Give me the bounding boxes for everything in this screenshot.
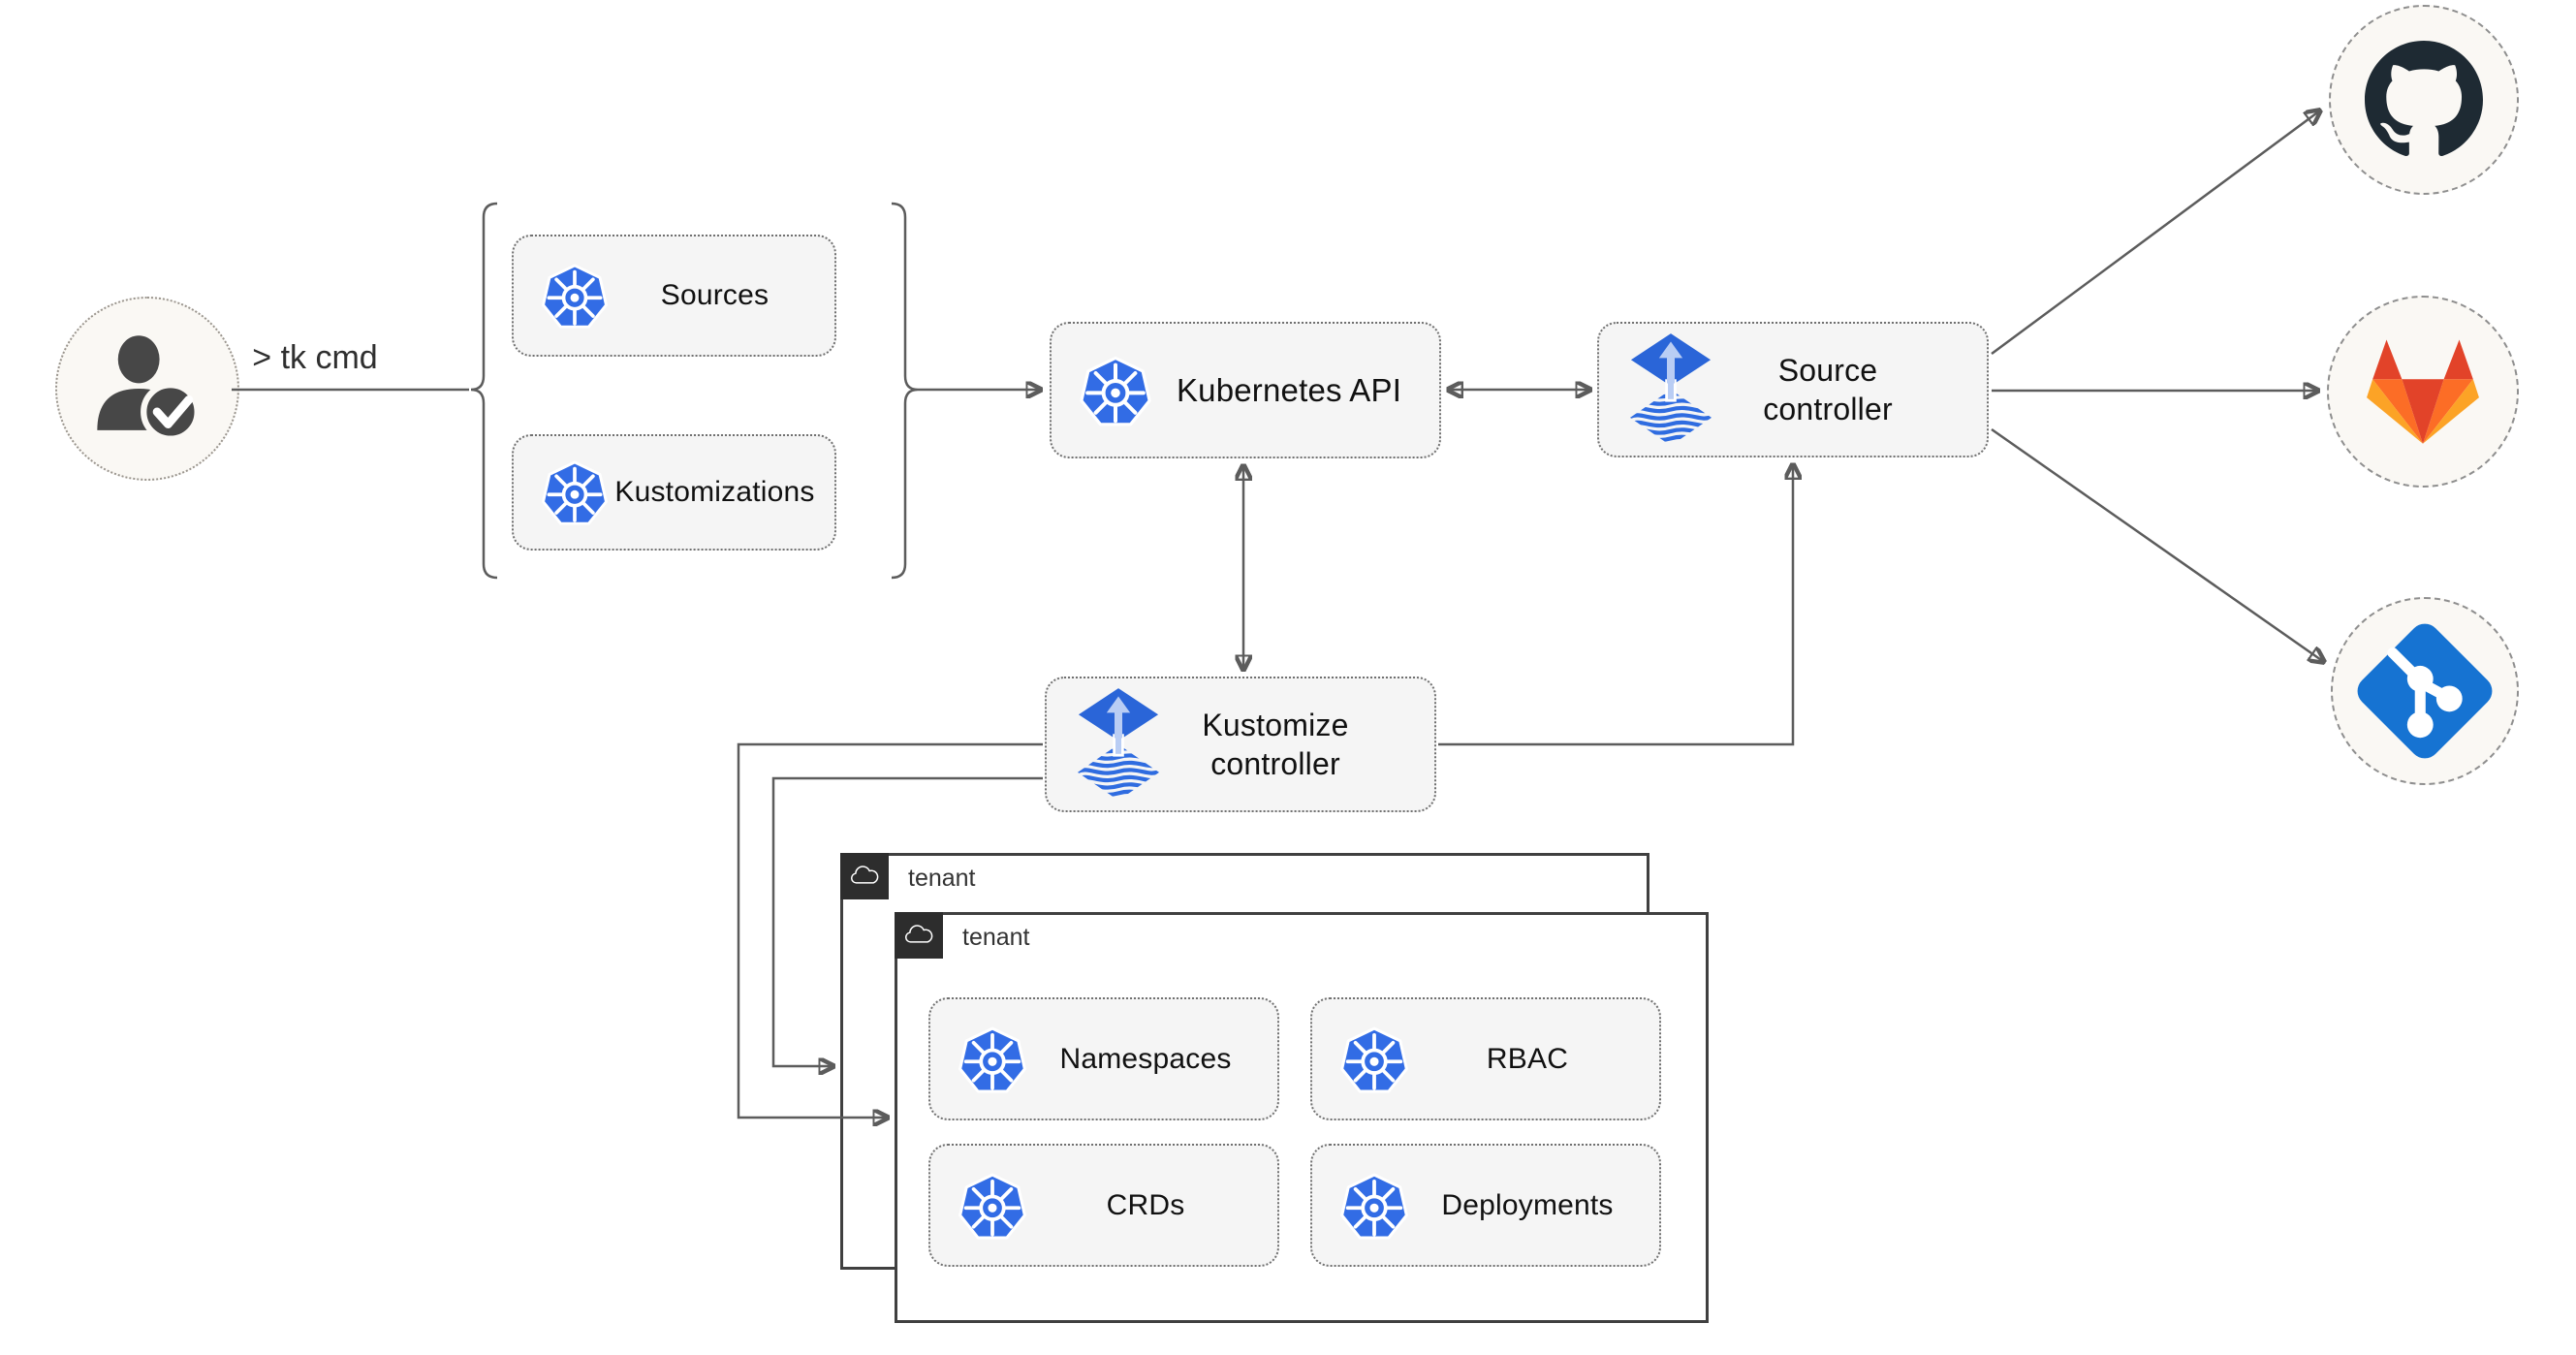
tk-cmd-label: > tk cmd <box>252 339 378 376</box>
deployments-node: Deployments <box>1310 1144 1661 1267</box>
arrow-source-controller-to-github <box>1991 110 2320 356</box>
rbac-label: RBAC <box>1486 1042 1569 1075</box>
tenant-front-label: tenant <box>962 924 1030 951</box>
arrow-kustomize-to-source-controller <box>1438 464 1793 746</box>
user-circle <box>55 297 239 481</box>
kubernetes-icon <box>956 1169 1029 1243</box>
kustomize-controller-node: Kustomize controller <box>1045 677 1436 812</box>
rbac-node: RBAC <box>1310 997 1661 1120</box>
kubernetes-icon <box>539 260 611 331</box>
deployments-label: Deployments <box>1441 1188 1614 1221</box>
kubernetes-icon <box>1077 352 1154 429</box>
git-icon <box>2357 623 2493 759</box>
namespaces-label: Namespaces <box>1059 1042 1232 1075</box>
github-icon <box>2365 41 2483 156</box>
kubernetes-api-label: Kubernetes API <box>1176 371 1402 408</box>
user-check-icon <box>97 335 201 442</box>
sources-node: Sources <box>512 235 836 357</box>
tenant-front-tab <box>895 912 943 959</box>
tenant-back-label: tenant <box>908 865 976 892</box>
crds-node: CRDs <box>928 1144 1279 1267</box>
grouping-brace-left <box>470 202 498 580</box>
flux-icon <box>1078 688 1159 801</box>
arrow-source-controller-to-git <box>1991 427 2324 662</box>
kubernetes-api-node: Kubernetes API <box>1050 322 1441 458</box>
kubernetes-icon <box>539 457 611 528</box>
source-controller-label: Source controller <box>1763 353 1893 426</box>
gitlab-circle <box>2327 296 2519 488</box>
tenant-back-tab <box>840 853 889 899</box>
kubernetes-icon <box>1337 1023 1411 1096</box>
crds-label: CRDs <box>1106 1188 1185 1221</box>
cloud-icon <box>904 925 933 943</box>
kustomizations-label: Kustomizations <box>614 476 815 508</box>
gitlab-icon <box>2367 339 2479 444</box>
source-controller-node: Source controller <box>1597 322 1989 457</box>
kustomizations-node: Kustomizations <box>512 434 836 551</box>
kubernetes-icon <box>1337 1169 1411 1243</box>
kustomize-controller-label: Kustomize controller <box>1202 708 1349 781</box>
github-circle <box>2329 5 2519 195</box>
grouping-brace-right <box>891 202 919 580</box>
flux-icon <box>1630 333 1712 446</box>
namespaces-node: Namespaces <box>928 997 1279 1120</box>
git-circle <box>2331 597 2519 785</box>
cloud-icon <box>850 866 879 884</box>
kubernetes-icon <box>956 1023 1029 1096</box>
sources-label: Sources <box>660 279 770 311</box>
